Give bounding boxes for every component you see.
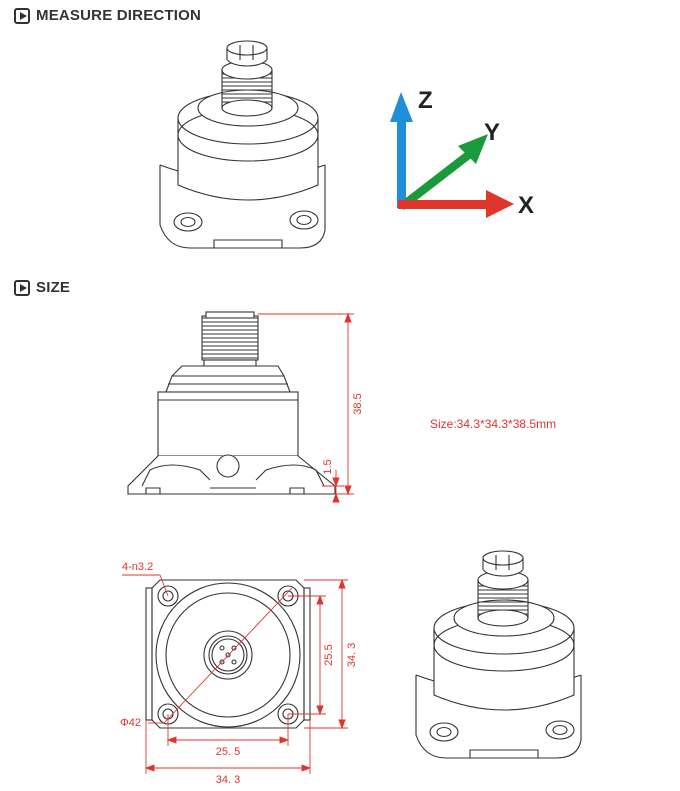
dim-hole-spacing-h: 25. 5 (216, 746, 240, 758)
sensor-isometric-top (159, 40, 326, 249)
play-icon (14, 7, 30, 24)
section-title-measure-direction: MEASURE DIRECTION (36, 7, 202, 24)
top-view-drawing (145, 579, 311, 729)
side-dimension-lines (258, 312, 354, 503)
axis-z-arrow (390, 92, 413, 208)
measure-direction-header: MEASURE DIRECTION (14, 7, 201, 24)
dim-base-thickness: 1.5 (322, 459, 334, 474)
dim-height: 38.5 (352, 393, 364, 414)
sensor-isometric-bottom (415, 550, 582, 759)
dim-diameter: Φ42 (120, 717, 141, 729)
axis-y-label: Y (484, 119, 500, 146)
axis-y-arrow (398, 134, 488, 210)
dim-hole-label: 4-n3.2 (122, 561, 153, 573)
top-dimension-lines (122, 574, 348, 774)
axis-x-arrow (398, 190, 514, 218)
axis-x-label: X (518, 192, 534, 219)
section-title-size: SIZE (36, 279, 71, 296)
size-header: SIZE (14, 279, 70, 296)
dim-hole-spacing-v: 25.5 (323, 644, 335, 665)
size-text: Size:34.3*34.3*38.5mm (430, 417, 557, 431)
axis-z-label: Z (418, 87, 433, 114)
side-view-drawing (127, 311, 336, 495)
dim-width-v: 34. 3 (346, 643, 358, 667)
play-icon (14, 279, 30, 296)
dim-width-h: 34. 3 (216, 774, 240, 786)
